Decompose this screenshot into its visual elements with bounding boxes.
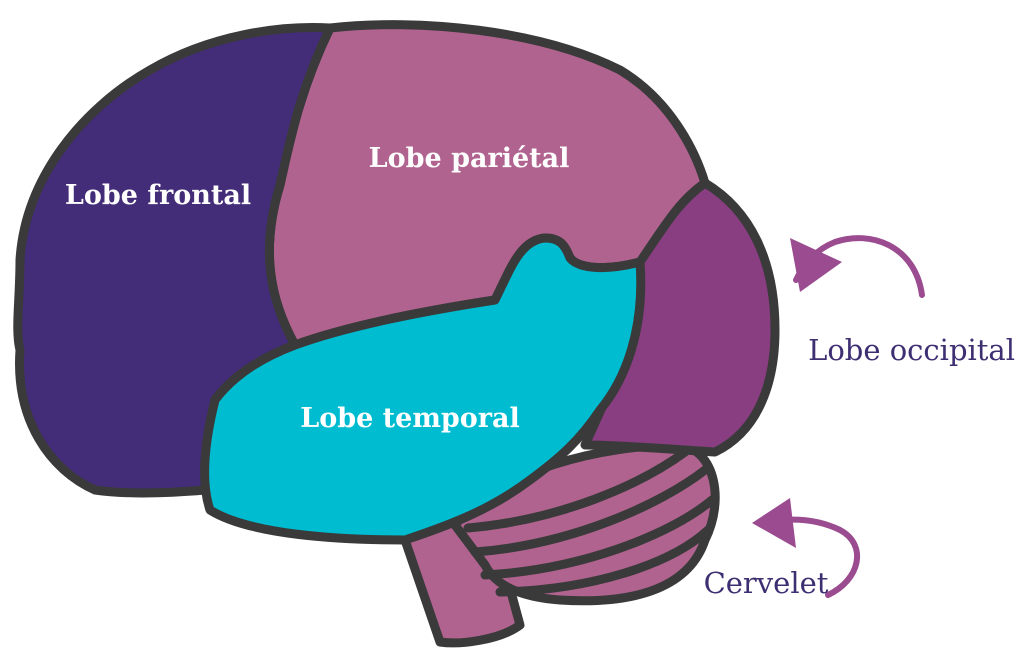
parietal-lobe-label: Lobe pariétal [369, 143, 570, 174]
occipital-lobe-label: Lobe occipital [808, 333, 1015, 367]
temporal-lobe-label: Lobe temporal [300, 403, 520, 434]
cerebellum-label: Cervelet [704, 566, 829, 600]
occipital-arrow-icon [790, 238, 922, 295]
frontal-lobe-label: Lobe frontal [65, 180, 251, 211]
